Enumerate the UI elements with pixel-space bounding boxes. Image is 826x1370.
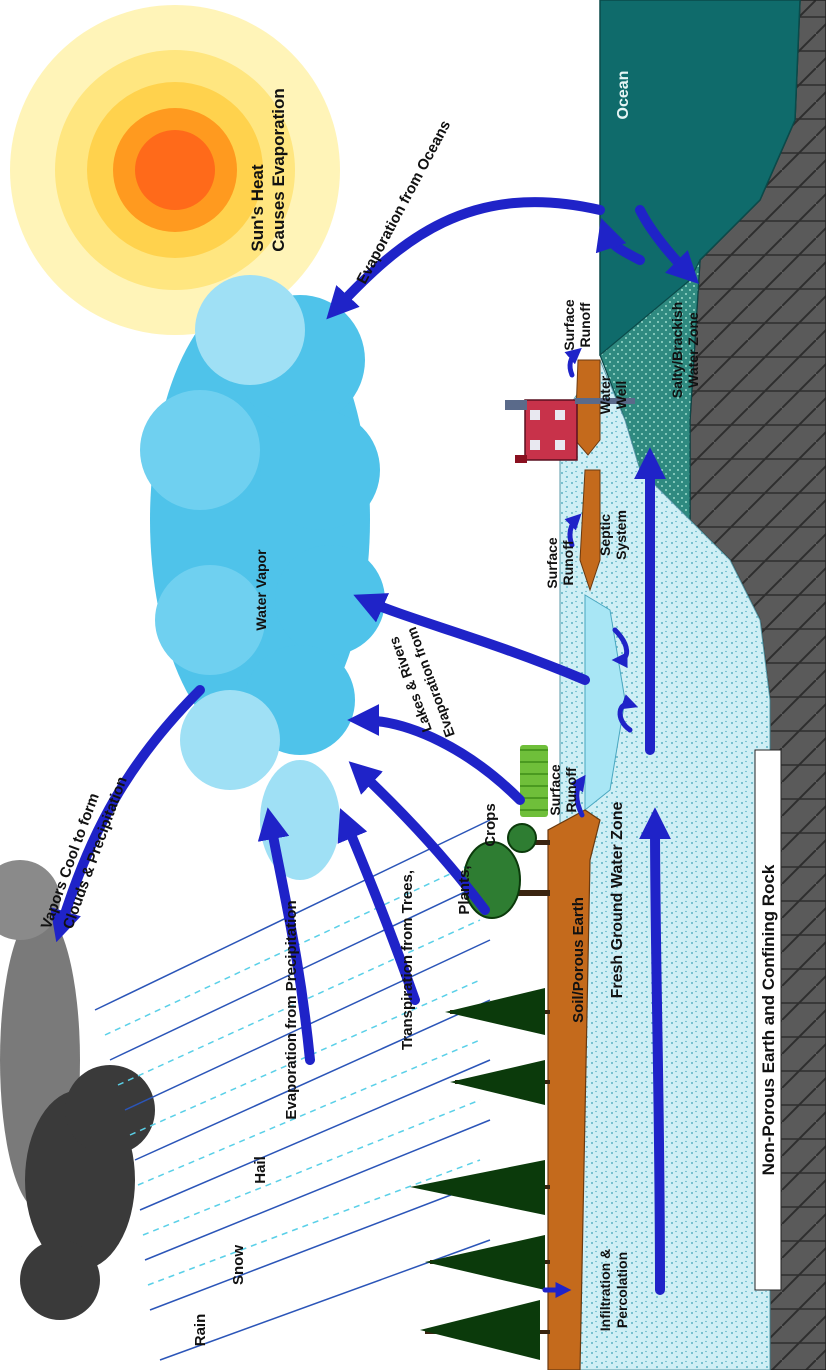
arrow-ocean-up xyxy=(595,217,645,265)
salty-zone-label-2: Water Zone xyxy=(685,312,701,388)
arrows xyxy=(50,197,700,1295)
crops-field xyxy=(520,745,548,817)
arrow-evap-oceans xyxy=(326,197,605,320)
storm-cloud xyxy=(0,860,155,1320)
surface-runoff-label-1a: Surface xyxy=(547,764,563,816)
crops-label: Crops xyxy=(482,803,499,846)
soil-label: Soil/Porous Earth xyxy=(570,897,587,1023)
pine-tree xyxy=(450,1060,550,1105)
arrow-crops xyxy=(347,704,525,805)
septic-label-1: Septic xyxy=(597,514,613,556)
house xyxy=(505,399,578,463)
infiltration-label-1: Infiltration & xyxy=(597,1249,613,1331)
pine-tree xyxy=(410,1160,550,1215)
hail-label: Hail xyxy=(252,1156,269,1184)
soil-strip-septic xyxy=(579,469,601,592)
surface-runoff-label-3b: Runoff xyxy=(577,302,593,347)
arrow-ocean-down xyxy=(635,205,700,285)
sun-label-line2: Causes Evaporation xyxy=(269,88,288,251)
water-well-label-2: Well xyxy=(613,381,629,410)
surface-runoff-label-2a: Surface xyxy=(544,537,560,589)
snow-label: Snow xyxy=(230,1245,247,1285)
evap-oceans-label: Evaporation from Oceans xyxy=(354,118,455,287)
arrow-vapors-cool xyxy=(50,685,205,943)
non-porous-label: Non-Porous Earth and Confining Rock xyxy=(759,864,778,1175)
arrow-lake-loop-1 xyxy=(617,694,639,733)
water-vapor-cloud xyxy=(140,275,385,880)
sun xyxy=(10,5,340,335)
ocean-label: Ocean xyxy=(615,71,632,120)
surface-runoff-label-1b: Runoff xyxy=(563,767,579,812)
sun-label-line1: Sun's Heat xyxy=(248,164,267,252)
soil-layer xyxy=(547,809,601,1370)
surface-runoff-label-2b: Runoff xyxy=(560,540,576,585)
arrow-evap-lakes xyxy=(353,593,590,685)
pine-tree xyxy=(420,1300,550,1360)
non-porous-label-box xyxy=(754,749,782,1291)
water-well xyxy=(575,398,635,404)
pine-trees xyxy=(410,988,550,1360)
septic-label-2: System xyxy=(613,510,629,560)
plants-label: Plants, xyxy=(456,865,473,914)
arrow-groundwater-1 xyxy=(639,807,672,1295)
infiltration-label-2: Percolation xyxy=(614,1252,630,1328)
transpiration-label: Transpiration from Trees, xyxy=(399,870,416,1050)
arrow-evap-precip xyxy=(257,807,315,1065)
small-arrows xyxy=(542,347,639,1299)
arrow-plants xyxy=(348,761,490,915)
arrow-lake-loop-2 xyxy=(611,627,630,668)
pine-tree xyxy=(425,1235,550,1290)
evap-precip-label: Evaporation from Precipitation xyxy=(283,900,300,1119)
arrow-runoff-1 xyxy=(569,774,586,818)
lake-water xyxy=(584,594,626,812)
fresh-ground-label: Fresh Ground Water Zone xyxy=(609,802,626,999)
arrow-runoff-3 xyxy=(564,347,582,378)
arrow-transpiration xyxy=(337,808,420,1005)
surface-runoff-label-3a: Surface xyxy=(561,299,577,351)
water-vapor-label: Water Vapor xyxy=(253,549,269,631)
water-well-label-1: Water xyxy=(597,375,613,414)
salty-zone-label-1: Salty/Brackish xyxy=(669,302,685,399)
arrow-runoff-2 xyxy=(564,513,582,548)
rain-label: Rain xyxy=(192,1314,209,1347)
pine-tree xyxy=(445,988,550,1035)
